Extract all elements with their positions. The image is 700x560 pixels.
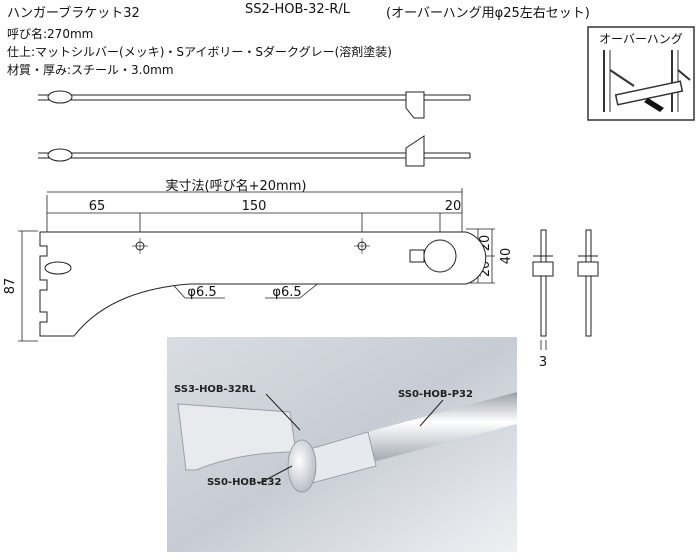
dim-thickness: 3 xyxy=(539,355,547,370)
photo-end-cap xyxy=(287,439,317,493)
dim-150: 150 xyxy=(242,199,267,214)
hole-dia-right: φ6.5 xyxy=(272,285,301,300)
bracket-front-view xyxy=(39,231,487,337)
leader-bracket xyxy=(265,393,301,431)
dim-87: 87 xyxy=(3,278,18,295)
drawing-title: ハンガーブラケット32 xyxy=(7,6,140,21)
top-view-1 xyxy=(38,90,471,119)
leader-end-cap xyxy=(257,465,293,485)
spec-finish: 仕上:マットシルバー(メッキ)・Sアイボリー・Sダークグレー(溶剤塗装) xyxy=(7,45,392,59)
inset-hanger-icon xyxy=(644,98,664,112)
side-view-left xyxy=(532,229,554,337)
inset-pipe xyxy=(614,80,684,106)
dim-40: 40 xyxy=(499,248,514,265)
spec-nominal: 呼び名:270mm xyxy=(7,27,94,41)
inset-bracket xyxy=(609,69,635,87)
inset-frame xyxy=(587,26,695,121)
top-view-2 xyxy=(38,135,471,167)
leader-pipe xyxy=(419,399,444,427)
photo-label-bracket: SS3-HOB-32RL xyxy=(174,384,256,395)
photo-label-end-cap: SS0-HOB-E32 xyxy=(207,477,281,488)
hole-dia-left: φ6.5 xyxy=(187,285,216,300)
side-view-right xyxy=(577,229,599,337)
photo-label-pipe: SS0-HOB-P32 xyxy=(398,389,473,400)
dim-65: 65 xyxy=(89,199,106,214)
overall-length-label: 実寸法(呼び名+20mm) xyxy=(166,178,307,194)
inset-label: オーバーハング xyxy=(599,32,683,46)
product-photo xyxy=(167,337,517,552)
product-code: SS2-HOB-32-R/L xyxy=(245,2,350,17)
dim-20-top: 20 xyxy=(445,199,462,214)
spec-material: 材質・厚み:スチール・3.0mm xyxy=(7,63,174,77)
product-note: (オーバーハング用φ25左右セット) xyxy=(386,6,590,21)
overhang-inset: オーバーハング xyxy=(587,26,695,121)
